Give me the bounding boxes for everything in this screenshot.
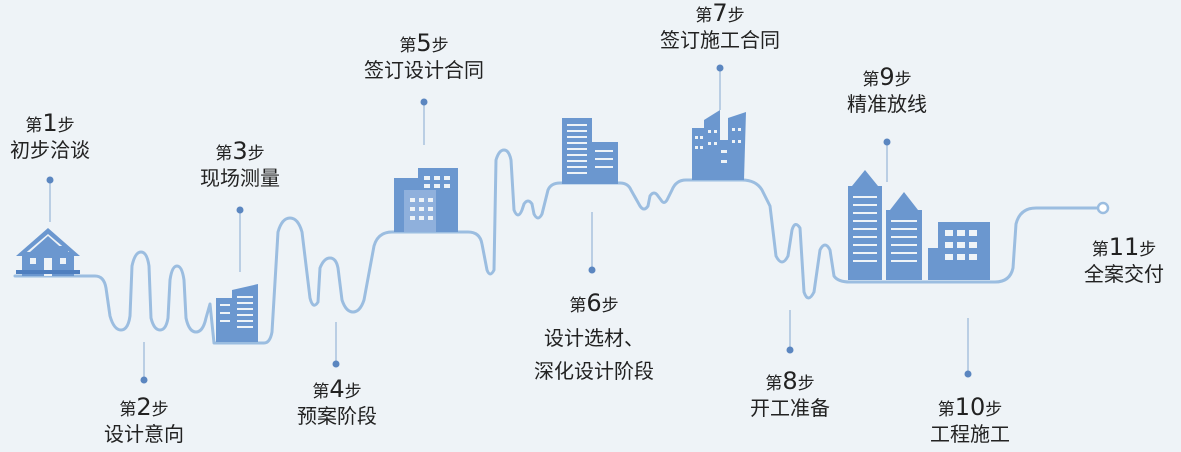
step-1-title: 初步洽谈 bbox=[10, 138, 90, 162]
house-icon bbox=[16, 228, 80, 276]
step-7-title: 签订施工合同 bbox=[660, 28, 780, 52]
step-6-number: 第6步 bbox=[569, 289, 619, 317]
step-10-title: 工程施工 bbox=[930, 422, 1010, 446]
step-8-number: 第8步 bbox=[765, 367, 815, 395]
step-connectors bbox=[46, 64, 972, 384]
step-7-number: 第7步 bbox=[695, 0, 745, 27]
step-6-title-line-1: 设计选材、 bbox=[544, 326, 644, 350]
step-5-number: 第5步 bbox=[399, 29, 449, 57]
step-4-number: 第4步 bbox=[312, 375, 362, 403]
step-9-number: 第9步 bbox=[862, 63, 912, 91]
step-11-title: 全案交付 bbox=[1084, 262, 1164, 286]
step-2-title: 设计意向 bbox=[104, 422, 184, 446]
step-11-label: 第11步 全案交付 bbox=[1070, 233, 1178, 288]
step-1-number: 第1步 bbox=[25, 109, 75, 137]
step-3-number: 第3步 bbox=[215, 137, 265, 165]
road-end-marker bbox=[1096, 201, 1110, 215]
step-7-label: 第7步 签订施工合同 bbox=[648, 0, 792, 54]
step-9-label: 第9步 精准放线 bbox=[832, 63, 942, 118]
step-3-label: 第3步 现场测量 bbox=[190, 137, 290, 192]
step-8-title: 开工准备 bbox=[750, 396, 830, 420]
step-11-number: 第11步 bbox=[1091, 233, 1157, 261]
step-2-label: 第2步 设计意向 bbox=[94, 393, 194, 448]
step-4-title: 预案阶段 bbox=[297, 404, 377, 428]
step-4-label: 第4步 预案阶段 bbox=[282, 375, 392, 430]
step-3-title: 现场测量 bbox=[200, 166, 280, 190]
skyline-icon bbox=[692, 110, 746, 180]
city-buildings-icon bbox=[848, 170, 990, 280]
step-6-title-line-2: 深化设计阶段 bbox=[534, 359, 654, 383]
step-10-number: 第10步 bbox=[937, 393, 1003, 421]
office-building-icon bbox=[216, 284, 258, 342]
step-5-title: 签订设计合同 bbox=[364, 58, 484, 82]
step-2-number: 第2步 bbox=[119, 393, 169, 421]
tower-buildings-icon bbox=[562, 118, 618, 184]
step-9-title: 精准放线 bbox=[847, 92, 927, 116]
step-1-label: 第1步 初步洽谈 bbox=[0, 109, 100, 164]
step-10-label: 第10步 工程施工 bbox=[912, 393, 1028, 448]
process-road-line bbox=[13, 148, 1100, 345]
step-6-label: 第6步 设计选材、 深化设计阶段 bbox=[514, 289, 674, 385]
step-8-label: 第8步 开工准备 bbox=[740, 367, 840, 422]
building-cluster-icon bbox=[394, 168, 458, 232]
step-5-label: 第5步 签订设计合同 bbox=[354, 29, 494, 84]
